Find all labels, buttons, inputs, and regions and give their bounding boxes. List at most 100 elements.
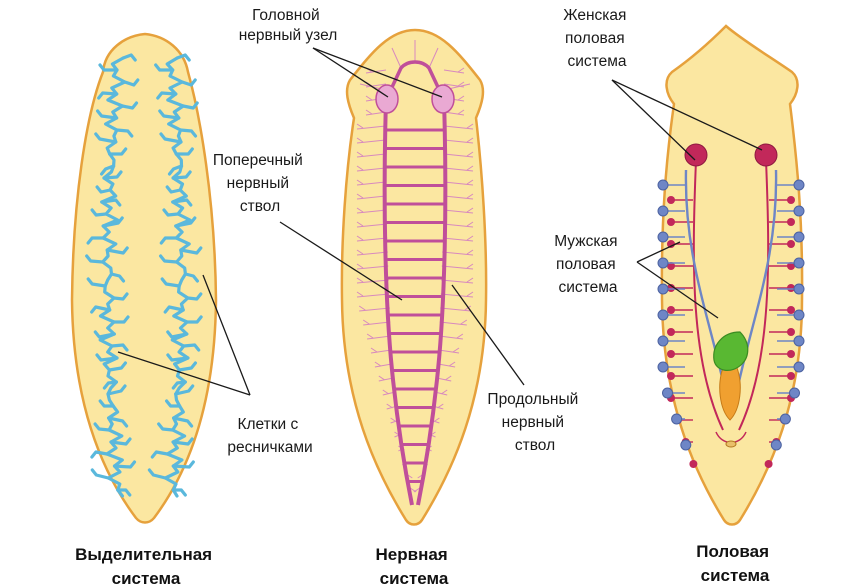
excretory-branch bbox=[102, 380, 118, 390]
excretory-branch bbox=[159, 254, 179, 264]
nervous-worm bbox=[340, 28, 488, 526]
excretory-canal-right bbox=[147, 53, 203, 498]
label-ciliated-cells: Клетки с ресничками bbox=[227, 416, 312, 456]
excretory-branch bbox=[112, 315, 130, 324]
peripheral-nerve-branch bbox=[356, 207, 387, 214]
excretory-branch bbox=[157, 422, 175, 432]
excretory-branch bbox=[112, 460, 137, 469]
leader-female-system-left bbox=[611, 79, 696, 161]
female-reproductive-left bbox=[667, 143, 724, 468]
male-reproductive-right bbox=[733, 169, 805, 451]
excretory-branch bbox=[90, 468, 110, 480]
head-ganglion-right bbox=[431, 84, 455, 114]
testis bbox=[671, 413, 683, 425]
vitellarium bbox=[787, 306, 795, 314]
vitellarium bbox=[667, 196, 675, 204]
excretory-branch bbox=[172, 416, 194, 428]
excretory-branch bbox=[94, 132, 118, 144]
excretory-branch bbox=[86, 277, 107, 288]
peripheral-nerve-branch bbox=[374, 361, 392, 368]
peripheral-nerve-branch bbox=[356, 193, 387, 200]
excretory-branch bbox=[171, 198, 193, 207]
excretory-branch bbox=[90, 305, 112, 314]
reproductive-worm-body bbox=[660, 24, 804, 526]
vitellarium bbox=[667, 372, 675, 380]
oviduct bbox=[738, 159, 770, 431]
excretory-branch bbox=[100, 198, 122, 207]
testis bbox=[657, 283, 669, 295]
excretory-branch bbox=[177, 361, 197, 372]
excretory-branch bbox=[171, 460, 195, 469]
leader-female-system-right bbox=[611, 79, 763, 151]
label-head-ganglion: Головной нервный узел bbox=[239, 7, 338, 44]
excretory-worm bbox=[70, 32, 218, 524]
vitellarium bbox=[667, 328, 675, 336]
peripheral-nerve-branch bbox=[356, 235, 388, 242]
leader-longitudinal-trunk bbox=[451, 284, 525, 386]
peripheral-nerve-branch bbox=[440, 291, 474, 298]
genital-pore bbox=[725, 440, 737, 448]
vitellarium bbox=[787, 284, 795, 292]
excretory-branch bbox=[102, 170, 123, 180]
excretory-branch bbox=[171, 170, 192, 180]
vitellarium bbox=[787, 262, 795, 270]
excretory-branch bbox=[108, 147, 128, 156]
peripheral-nerve-branch bbox=[358, 305, 390, 312]
excretory-branch bbox=[171, 437, 194, 446]
excretory-branch bbox=[95, 185, 112, 194]
vitellarium bbox=[667, 350, 675, 358]
leader-head-ganglion-left bbox=[312, 47, 389, 98]
vitellarium bbox=[667, 284, 675, 292]
vas-deferens bbox=[684, 169, 729, 401]
caption-reproductive: Половая система bbox=[696, 542, 773, 585]
peripheral-nerve-branch bbox=[356, 221, 387, 228]
excretory-branch bbox=[98, 399, 115, 408]
leader-lines bbox=[117, 47, 763, 396]
vitellarium bbox=[667, 262, 675, 270]
excretory-branch bbox=[163, 305, 185, 314]
peripheral-nerve-branch bbox=[442, 249, 474, 256]
vas-deferens bbox=[733, 169, 778, 401]
testis bbox=[793, 179, 805, 191]
excretory-branch bbox=[93, 330, 116, 339]
testis bbox=[657, 179, 669, 191]
excretory-branch bbox=[112, 292, 129, 301]
excretory-branch bbox=[96, 109, 119, 120]
label-transverse-trunk: Поперечный нервный ствол bbox=[213, 152, 307, 215]
excretory-branch bbox=[101, 216, 124, 228]
testis bbox=[793, 361, 805, 373]
excretory-branch bbox=[154, 63, 175, 72]
excretory-branch bbox=[100, 164, 116, 176]
leader-ciliated-cells-right bbox=[202, 274, 251, 396]
head-nerve-loop bbox=[384, 60, 446, 101]
transverse-nerve-trunks bbox=[384, 128, 446, 483]
peripheral-nerve-branch bbox=[441, 277, 474, 284]
excretory-branch bbox=[110, 343, 129, 352]
male-reproductive-left bbox=[657, 169, 729, 451]
excretory-branch bbox=[107, 416, 129, 428]
excretory-branch bbox=[166, 330, 189, 339]
excretory-branch bbox=[156, 91, 178, 100]
ovary bbox=[684, 143, 708, 167]
caption-excretory: Выделительная система bbox=[75, 545, 217, 585]
vitellarium bbox=[764, 460, 773, 468]
vitellarium bbox=[787, 218, 795, 226]
peripheral-nerve-branch bbox=[443, 123, 474, 130]
excretory-branch bbox=[186, 292, 203, 301]
peripheral-nerve-branch bbox=[438, 347, 460, 354]
testis bbox=[793, 257, 805, 269]
longitudinal-nerve-trunk-right bbox=[416, 99, 448, 506]
testis bbox=[657, 361, 669, 373]
excretory-branch bbox=[93, 422, 111, 432]
oviduct bbox=[692, 159, 724, 431]
peripheral-nerve-branch bbox=[443, 165, 474, 172]
vitellarium bbox=[667, 240, 675, 248]
excretory-branch bbox=[166, 353, 190, 362]
testis bbox=[793, 309, 805, 321]
testis bbox=[793, 231, 805, 243]
leader-male-system-upper bbox=[636, 241, 681, 263]
excretory-branch bbox=[115, 128, 134, 138]
peripheral-nerve-branch bbox=[443, 193, 474, 200]
excretory-branch bbox=[182, 343, 201, 352]
excretory-branch bbox=[174, 384, 195, 396]
